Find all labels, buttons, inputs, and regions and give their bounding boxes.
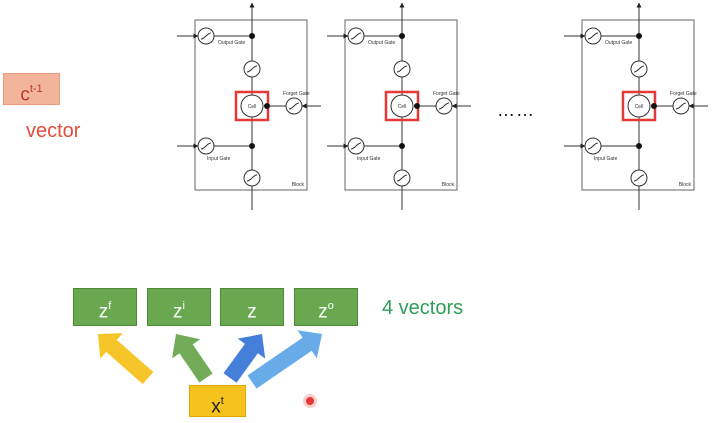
zf-vector-box: zf <box>73 288 137 326</box>
block-label: Block <box>679 182 692 188</box>
mouse-cursor <box>306 397 314 405</box>
arrow-to-zo <box>247 330 322 389</box>
input-gate-label: Input Gate <box>207 156 231 162</box>
cell-state-caption: vector <box>26 120 81 142</box>
cell-circle <box>390 94 414 118</box>
cell-label: Cell <box>248 104 257 110</box>
block-label: Block <box>292 182 305 188</box>
ellipsis: …… <box>497 100 535 120</box>
forget-gate-label: Forget Gate <box>670 91 697 97</box>
zi-vector-box: zi <box>147 288 211 326</box>
forget-gate-label: Forget Gate <box>433 91 460 97</box>
zo-vector-box: zo <box>294 288 358 326</box>
z-vector-box: z <box>220 288 284 326</box>
cell-circle <box>627 94 651 118</box>
cell-label: Cell <box>635 104 644 110</box>
input-xt-box: xt <box>189 385 246 417</box>
arrow-to-zf <box>98 333 154 384</box>
forget-gate-label: Forget Gate <box>283 91 310 97</box>
cell-circle <box>240 94 264 118</box>
output-gate-label: Output Gate <box>368 40 395 46</box>
cell-state-box: ct-1 <box>3 73 60 105</box>
output-gate-label: Output Gate <box>605 40 632 46</box>
input-gate-label: Input Gate <box>357 156 381 162</box>
block-label: Block <box>442 182 455 188</box>
arrow-to-zi <box>172 334 213 383</box>
vectors-caption: 4 vectors <box>382 297 464 319</box>
input-gate-label: Input Gate <box>594 156 618 162</box>
cell-label: Cell <box>398 104 407 110</box>
arrow-to-z <box>223 334 266 383</box>
output-gate-label: Output Gate <box>218 40 245 46</box>
